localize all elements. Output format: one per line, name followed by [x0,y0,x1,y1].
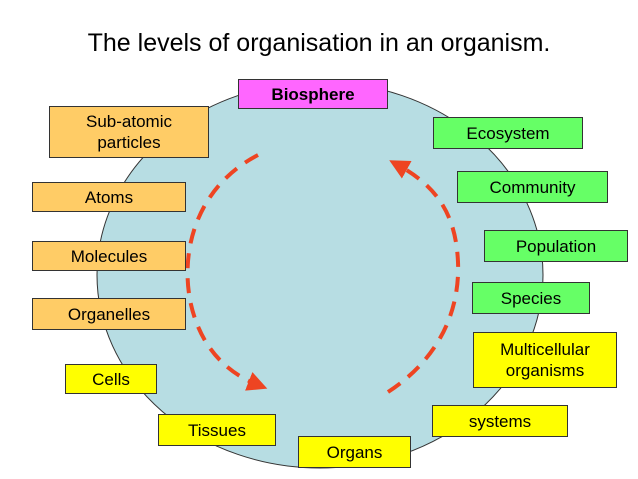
level-organs: Organs [298,436,411,468]
level-multicellular-organisms: Multicellular organisms [473,332,617,388]
level-biosphere: Biosphere [238,79,388,109]
level-molecules: Molecules [32,241,186,271]
level-atoms: Atoms [32,182,186,212]
diagram-title: The levels of organisation in an organis… [87,29,551,57]
level-population: Population [484,230,628,262]
level-organelles: Organelles [32,298,186,330]
level-sub-atomic-particles: Sub-atomic particles [49,106,209,158]
right-upward-arrow [386,160,461,394]
level-cells: Cells [65,364,157,394]
level-species: Species [472,282,590,314]
level-tissues: Tissues [158,414,276,446]
level-systems: systems [432,405,568,437]
level-community: Community [457,171,608,203]
level-ecosystem: Ecosystem [433,117,583,149]
left-downward-arrow [185,153,268,391]
